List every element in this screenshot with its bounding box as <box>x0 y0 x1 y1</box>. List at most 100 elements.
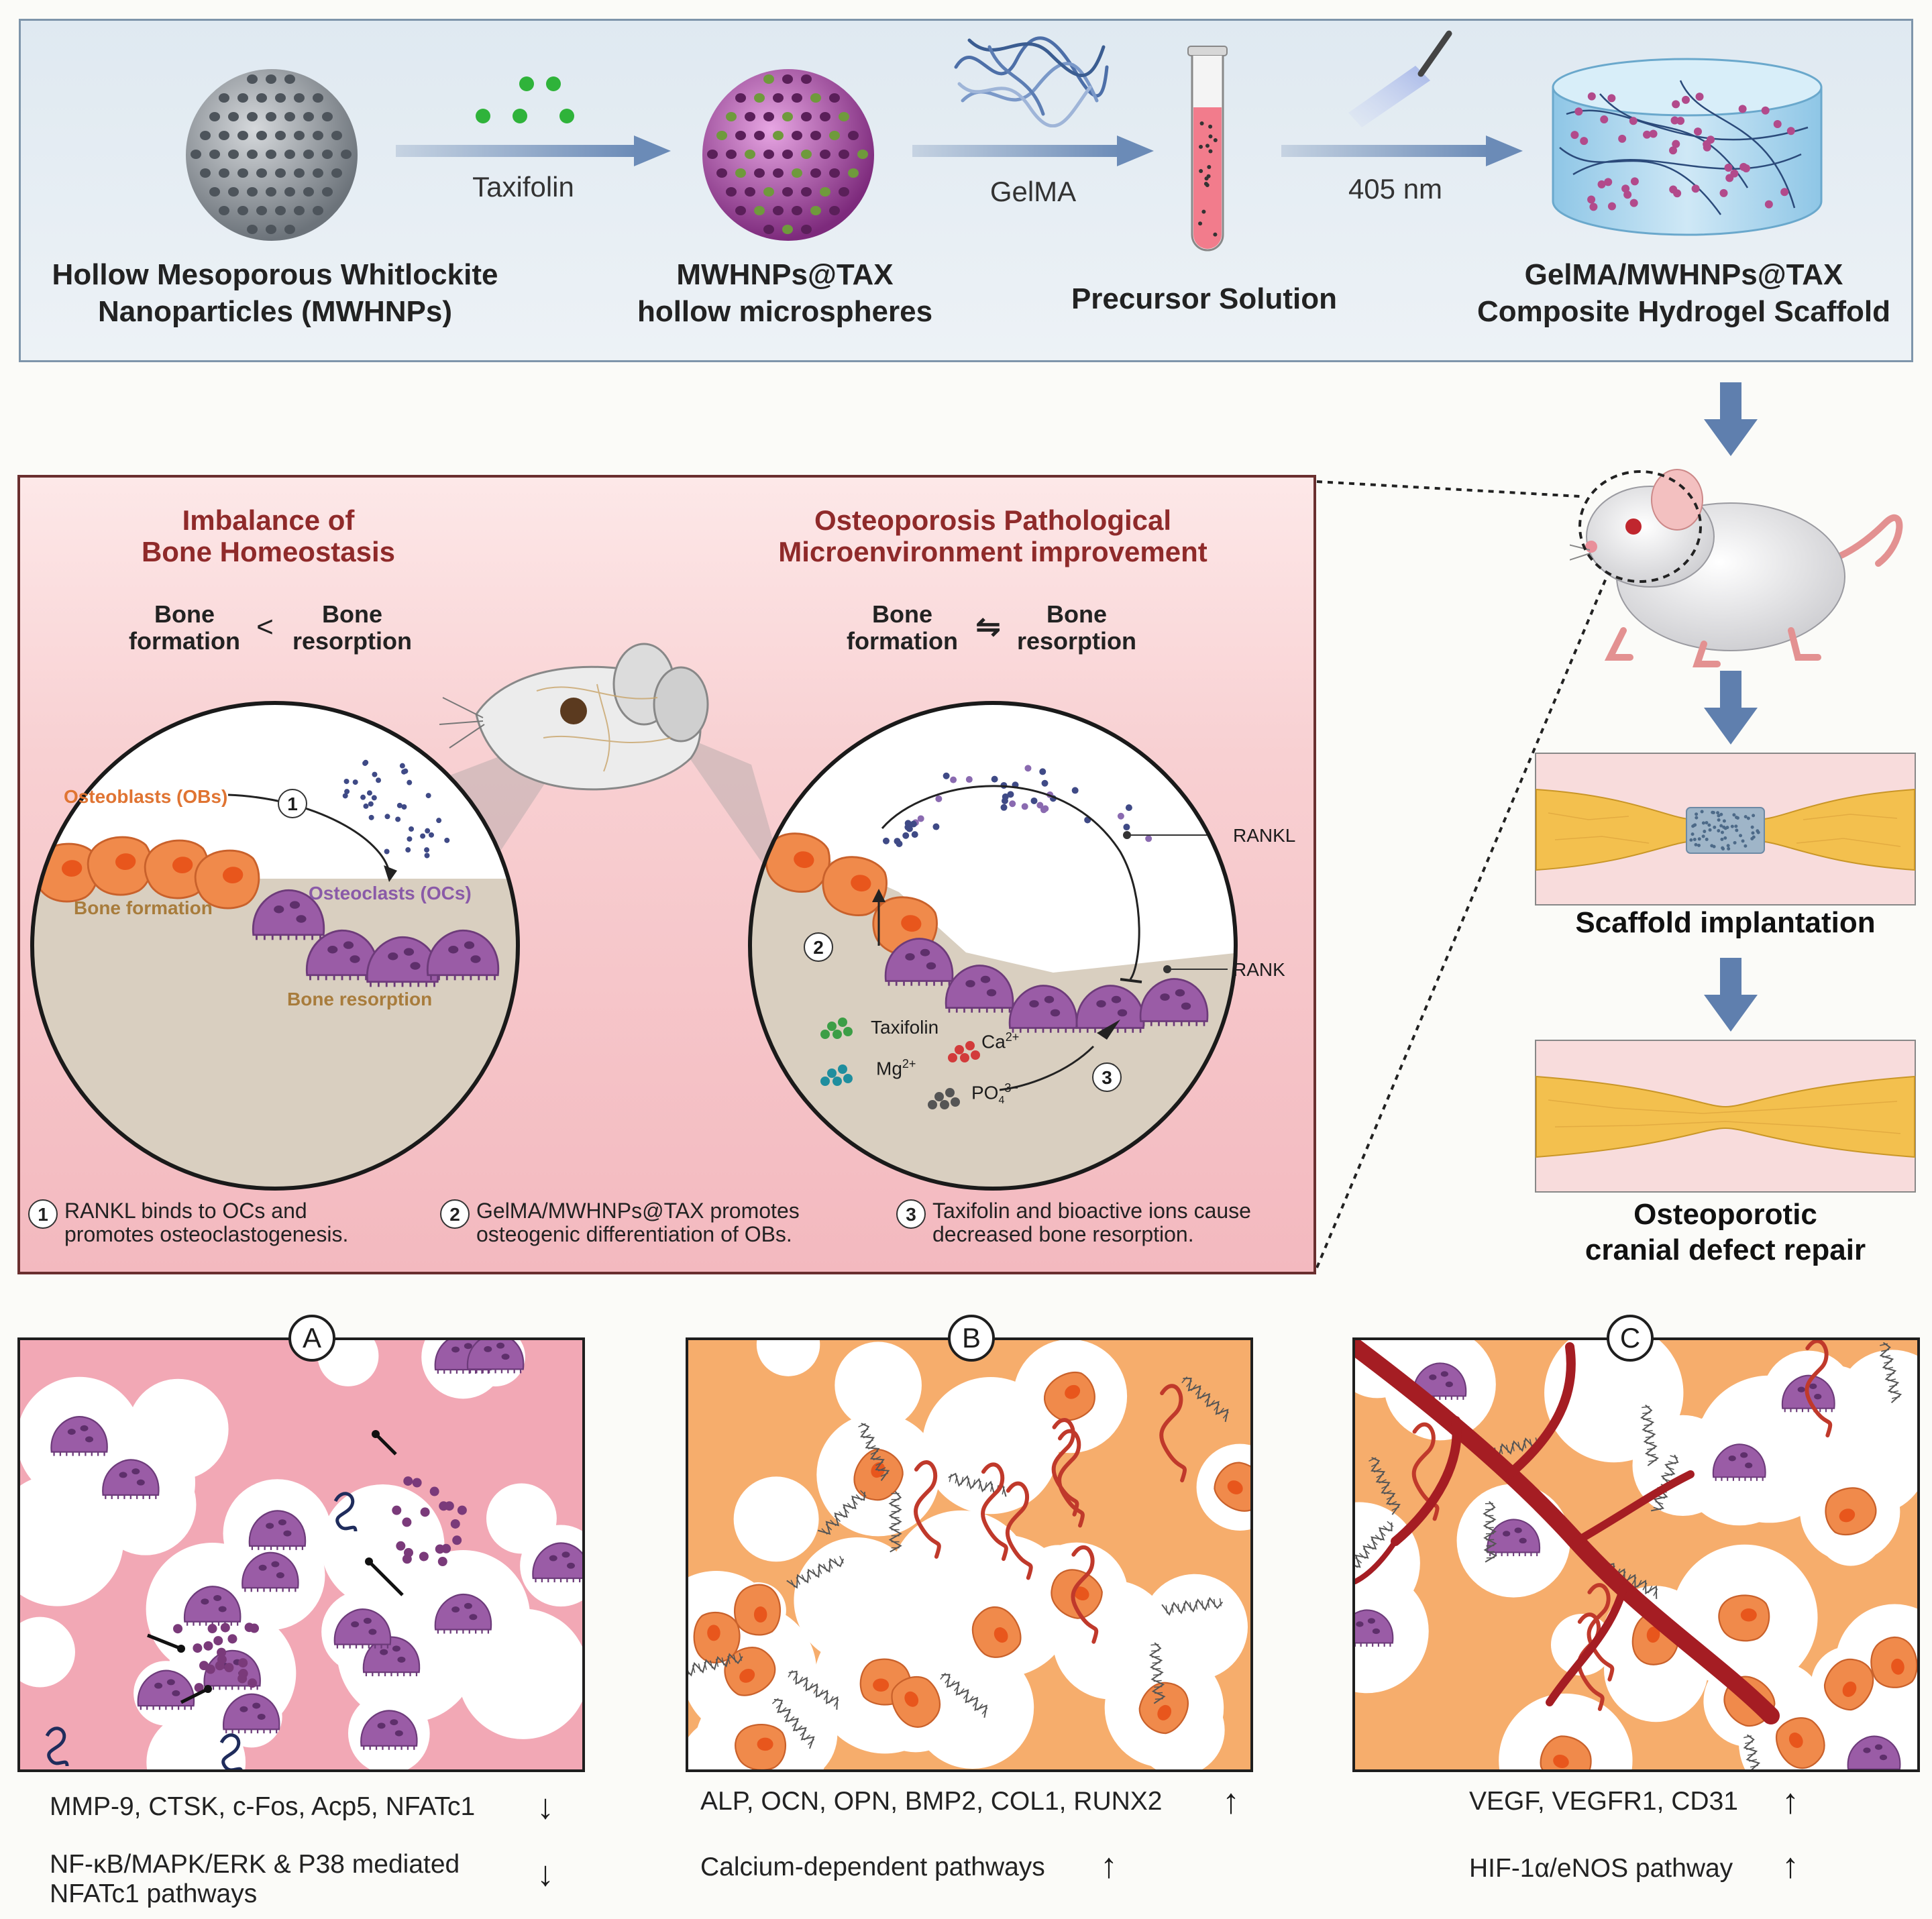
gelma-network-icon <box>954 36 1109 127</box>
phosphate-label: PO43− <box>971 1081 1018 1107</box>
down-arrow-3-icon <box>1704 958 1758 1032</box>
step-number-1-circle: 1 <box>278 789 307 818</box>
step-number-2-circle: 2 <box>804 932 833 962</box>
step-arrow-3 <box>1281 135 1523 166</box>
left-resorption-word-2: resorption <box>292 627 412 655</box>
panel-c-markers: VEGF, VEGFR1, CD31 <box>1469 1787 1738 1816</box>
rankl-label: RANKL <box>1233 825 1296 846</box>
bone-formation-label: Bone formation <box>74 897 213 918</box>
note-2-number: 2 <box>440 1199 470 1229</box>
panel-b-badge: B <box>948 1315 995 1362</box>
right-relation-symbol: ⇋ <box>975 610 1001 643</box>
improvement-title: Osteoporosis Pathological Microenvironme… <box>724 504 1261 567</box>
panel-c-image <box>1352 1337 1920 1772</box>
panel-a-image <box>17 1337 585 1772</box>
rat-icon <box>1570 469 1903 667</box>
osteoclasts-label: Osteoclasts (OCs) <box>309 883 472 903</box>
left-formation-word-2: formation <box>129 627 240 655</box>
light-source-icon <box>1348 30 1452 127</box>
precursor-label: Precursor Solution <box>1071 282 1338 315</box>
panel-a-pathways: NF-κB/MAPK/ERK & P38 mediated NFATc1 pat… <box>50 1850 460 1908</box>
panel-c-pathways-up-arrow-icon: ↑ <box>1782 1847 1799 1885</box>
scaffold-label-line1: GelMA/MWHNPs@TAX <box>1524 258 1843 291</box>
improvement-circle <box>748 701 1238 1191</box>
panel-b-markers: ALP, OCN, OPN, BMP2, COL1, RUNX2 <box>700 1787 1163 1816</box>
phosphate-symbol: PO <box>971 1082 999 1103</box>
step-label-taxifolin: Taxifolin <box>472 171 574 203</box>
left-formation-word-1: Bone <box>154 600 215 628</box>
right-resorption-word-1: Bone <box>1046 600 1107 628</box>
scaffold-implantation-image <box>1535 753 1916 906</box>
magnesium-symbol: Mg <box>876 1058 902 1079</box>
taxifolin-dots-icon <box>476 76 574 123</box>
zoom-connector <box>1316 480 1608 1268</box>
panel-a-markers-down-arrow-icon: ↓ <box>537 1788 554 1826</box>
scaffold-implantation-label: Scaffold implantation <box>1575 906 1876 939</box>
down-arrow-2-icon <box>1704 671 1758 745</box>
magnesium-charge: 2+ <box>902 1057 916 1071</box>
mwhnps-label: Hollow Mesoporous Whitlockite Nanopartic… <box>27 256 523 330</box>
mwhnps-tax-label: MWHNPs@TAX hollow microspheres <box>604 256 966 330</box>
mwhnps-label-line2: Nanoparticles (MWHNPs) <box>97 295 453 328</box>
mwhnp-sphere-icon <box>186 69 358 241</box>
osteoblasts-label: Osteoblasts (OBs) <box>64 786 228 807</box>
imbalance-title: Imbalance of Bone Homeostasis <box>80 504 456 567</box>
note-3-line1: Taxifolin and bioactive ions cause <box>932 1199 1251 1223</box>
left-bone-resorption: Bone resorption <box>275 600 429 655</box>
imbalance-title-line1: Imbalance of <box>182 504 355 536</box>
defect-repair-label: Osteoporotic cranial defect repair <box>1535 1197 1916 1268</box>
note-3-number: 3 <box>896 1199 926 1229</box>
note-2-line1: GelMA/MWHNPs@TAX promotes <box>476 1199 800 1223</box>
right-resorption-word-2: resorption <box>1016 627 1136 655</box>
right-bone-formation: Bone formation <box>825 600 979 655</box>
down-arrow-1-icon <box>1704 382 1758 456</box>
note-2-line2: osteogenic differentiation of OBs. <box>476 1222 792 1247</box>
right-formation-word-1: Bone <box>872 600 932 628</box>
panel-a-pathways-down-arrow-icon: ↓ <box>537 1855 554 1894</box>
panel-c-badge: C <box>1607 1315 1654 1362</box>
panel-a-pathways-line2: NFATc1 pathways <box>50 1879 258 1908</box>
rank-label: RANK <box>1233 959 1285 980</box>
bone-resorption-label: Bone resorption <box>287 989 433 1009</box>
step-arrow-2 <box>912 135 1154 166</box>
defect-repair-label-line1: Osteoporotic <box>1633 1198 1817 1231</box>
magnesium-label: Mg2+ <box>876 1057 916 1079</box>
calcium-charge: 2+ <box>1005 1030 1020 1044</box>
panel-b-pathways: Calcium-dependent pathways <box>700 1853 1045 1881</box>
panel-b-pathways-up-arrow-icon: ↑ <box>1100 1847 1118 1885</box>
note-1-line2: promotes osteoclastogenesis. <box>64 1222 349 1247</box>
mwhnp-tax-sphere-icon <box>702 69 874 241</box>
panel-b-image <box>686 1337 1253 1772</box>
hydrogel-scaffold-icon <box>1552 58 1823 236</box>
left-bone-formation: Bone formation <box>107 600 262 655</box>
step-arrow-1 <box>396 135 671 166</box>
phosphate-subscript: 4 <box>998 1094 1005 1106</box>
note-1-line1: RANKL binds to OCs and <box>64 1199 307 1223</box>
panel-a-markers: MMP-9, CTSK, c-Fos, Acp5, NFATc1 <box>50 1792 476 1821</box>
defect-repair-label-line2: cranial defect repair <box>1585 1233 1866 1266</box>
phosphate-charge: 3− <box>1004 1081 1018 1095</box>
right-bone-resorption: Bone resorption <box>1000 600 1154 655</box>
imbalance-circle <box>30 701 520 1191</box>
panel-a-pathways-line1: NF-κB/MAPK/ERK & P38 mediated <box>50 1850 460 1879</box>
panel-c-markers-up-arrow-icon: ↑ <box>1782 1782 1799 1821</box>
improvement-title-line1: Osteoporosis Pathological <box>814 504 1172 536</box>
step-number-3-circle: 3 <box>1092 1062 1122 1092</box>
test-tube-icon <box>1187 46 1228 252</box>
panel-c-pathways: HIF-1α/eNOS pathway <box>1469 1854 1733 1883</box>
left-relation-symbol: < <box>256 610 274 643</box>
scaffold-label-line2: Composite Hydrogel Scaffold <box>1477 295 1891 328</box>
panel-a-badge: A <box>288 1315 335 1362</box>
calcium-symbol: Ca <box>981 1031 1006 1052</box>
left-resorption-word-1: Bone <box>322 600 382 628</box>
note-3-line2: decreased bone resorption. <box>932 1222 1194 1247</box>
right-formation-word-2: formation <box>847 627 958 655</box>
imbalance-title-line2: Bone Homeostasis <box>141 536 396 568</box>
improvement-title-line2: Microenvironment improvement <box>778 536 1208 568</box>
mwhnps-label-line1: Hollow Mesoporous Whitlockite <box>52 258 498 291</box>
step-label-gelma: GelMA <box>989 176 1077 207</box>
panel-b-markers-up-arrow-icon: ↑ <box>1222 1782 1240 1821</box>
step-label-405nm: 405 nm <box>1348 173 1443 205</box>
